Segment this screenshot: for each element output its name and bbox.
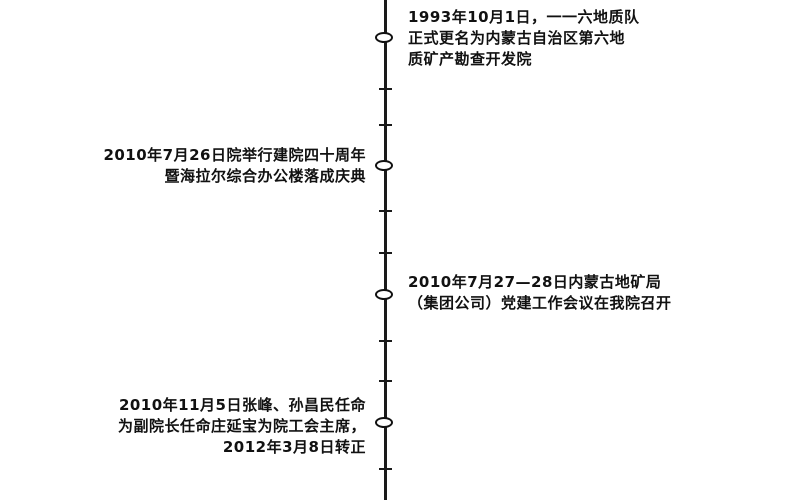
timeline-node-2: [375, 160, 393, 171]
event-text-line: 质矿产勘查开发院: [408, 50, 533, 68]
axis-tick: [379, 380, 392, 382]
event-text-line: 为副院长任命庄延宝为院工会主席，: [117, 417, 366, 435]
event-text-line: 暨海拉尔综合办公楼落成庆典: [164, 167, 366, 185]
event-text-line: 2010年11月5日张峰、孙昌民任命: [118, 396, 366, 414]
event-text-line: 2010年7月26日院举行建院四十周年: [103, 146, 366, 164]
timeline-event-1: 1993年10月1日，一一六地质队 正式更名为内蒙古自治区第六地 质矿产勘查开发…: [408, 7, 640, 70]
event-text-line: 正式更名为内蒙古自治区第六地: [408, 29, 626, 47]
timeline-event-3: 2010年7月27—28日内蒙古地矿局 （集团公司）党建工作会议在我院召开: [408, 272, 672, 314]
event-text-line: 2012年3月8日转正: [222, 438, 366, 456]
event-text-line: 1993年10月1日，一一六地质队: [408, 8, 640, 26]
timeline-node-1: [375, 32, 393, 43]
timeline-event-4: 2010年11月5日张峰、孙昌民任命 为副院长任命庄延宝为院工会主席， 2012…: [118, 395, 366, 458]
axis-tick: [379, 468, 392, 470]
axis-tick: [379, 252, 392, 254]
timeline-node-4: [375, 417, 393, 428]
axis-tick: [379, 88, 392, 90]
event-text-line: 2010年7月27—28日内蒙古地矿局: [408, 273, 662, 291]
axis-tick: [379, 210, 392, 212]
timeline-event-2: 2010年7月26日院举行建院四十周年 暨海拉尔综合办公楼落成庆典: [103, 145, 366, 187]
event-text-line: （集团公司）党建工作会议在我院召开: [408, 294, 672, 312]
timeline-node-3: [375, 289, 393, 300]
axis-tick: [379, 124, 392, 126]
timeline-axis: [384, 0, 387, 500]
axis-tick: [379, 340, 392, 342]
